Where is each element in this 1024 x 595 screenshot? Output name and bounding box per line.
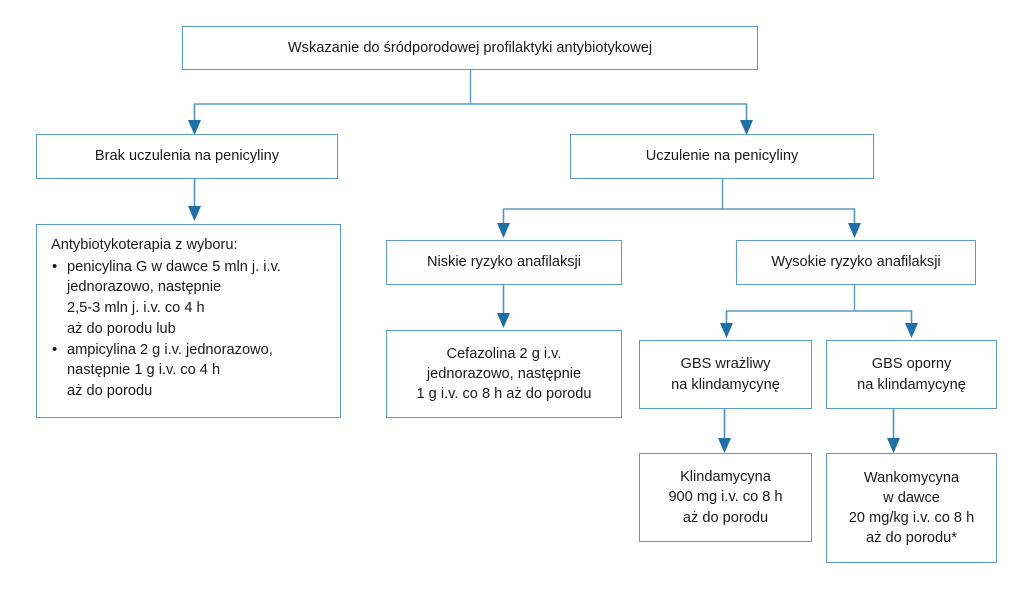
node-vancomycin-regimen: Wankomycyna w dawce 20 mg/kg i.v. co 8 h… xyxy=(826,453,997,563)
therapy-of-choice-bullet-list: penicylina G w dawce 5 mln j. i.v. jedno… xyxy=(49,256,328,402)
edge-allergy-split xyxy=(497,179,861,238)
edge-low-risk-to-cefazolin xyxy=(497,285,510,328)
node-gbs-clindamycin-sensitive: GBS wrażliwy na klindamycynę xyxy=(639,340,812,409)
node-gbs-clindamycin-resistant-text: GBS oporny na klindamycynę xyxy=(857,356,966,393)
node-cefazolin-regimen-text: Cefazolina 2 g i.v. jednorazowo, następn… xyxy=(416,345,592,403)
list-item: ampicylina 2 g i.v. jednorazowo, następn… xyxy=(49,339,328,402)
node-cefazolin-regimen: Cefazolina 2 g i.v. jednorazowo, następn… xyxy=(386,330,622,418)
edge-gbs-sensitive-to-clindamycin xyxy=(718,409,731,453)
node-indication-title-text: Wskazanie do śródporodowej profilaktyki … xyxy=(287,39,653,56)
edge-gbs-resistant-to-vancomycin xyxy=(887,409,900,453)
node-indication-title: Wskazanie do śródporodowej profilaktyki … xyxy=(182,26,758,70)
node-low-anaphylaxis-risk-text: Niskie ryzyko anafilaksji xyxy=(426,254,582,271)
node-vancomycin-regimen-text: Wankomycyna w dawce 20 mg/kg i.v. co 8 h… xyxy=(848,469,975,547)
node-low-anaphylaxis-risk: Niskie ryzyko anafilaksji xyxy=(386,240,622,285)
node-clindamycin-regimen: Klindamycyna 900 mg i.v. co 8 h aż do po… xyxy=(639,453,812,542)
node-high-anaphylaxis-risk: Wysokie ryzyko anafilaksji xyxy=(736,240,976,285)
node-gbs-clindamycin-sensitive-text: GBS wrażliwy na klindamycynę xyxy=(671,356,780,393)
list-item: penicylina G w dawce 5 mln j. i.v. jedno… xyxy=(49,256,328,340)
node-penicillin-allergy-text: Uczulenie na penicyliny xyxy=(645,148,799,165)
node-gbs-clindamycin-resistant: GBS oporny na klindamycynę xyxy=(826,340,997,409)
therapy-of-choice-title: Antybiotykoterapia z wyboru: xyxy=(51,237,238,253)
node-clindamycin-regimen-text: Klindamycyna 900 mg i.v. co 8 h aż do po… xyxy=(668,469,783,526)
edge-title-split xyxy=(188,70,753,135)
node-no-penicillin-allergy: Brak uczulenia na penicyliny xyxy=(36,134,338,179)
node-high-anaphylaxis-risk-text: Wysokie ryzyko anafilaksji xyxy=(771,254,941,271)
node-penicillin-allergy: Uczulenie na penicyliny xyxy=(570,134,874,179)
node-no-penicillin-allergy-text: Brak uczulenia na penicyliny xyxy=(94,148,280,165)
edge-high-risk-split xyxy=(720,285,918,338)
edge-no-allergy-to-therapy xyxy=(188,179,201,221)
node-therapy-of-choice: Antybiotykoterapia z wyboru: penicylina … xyxy=(36,224,341,418)
